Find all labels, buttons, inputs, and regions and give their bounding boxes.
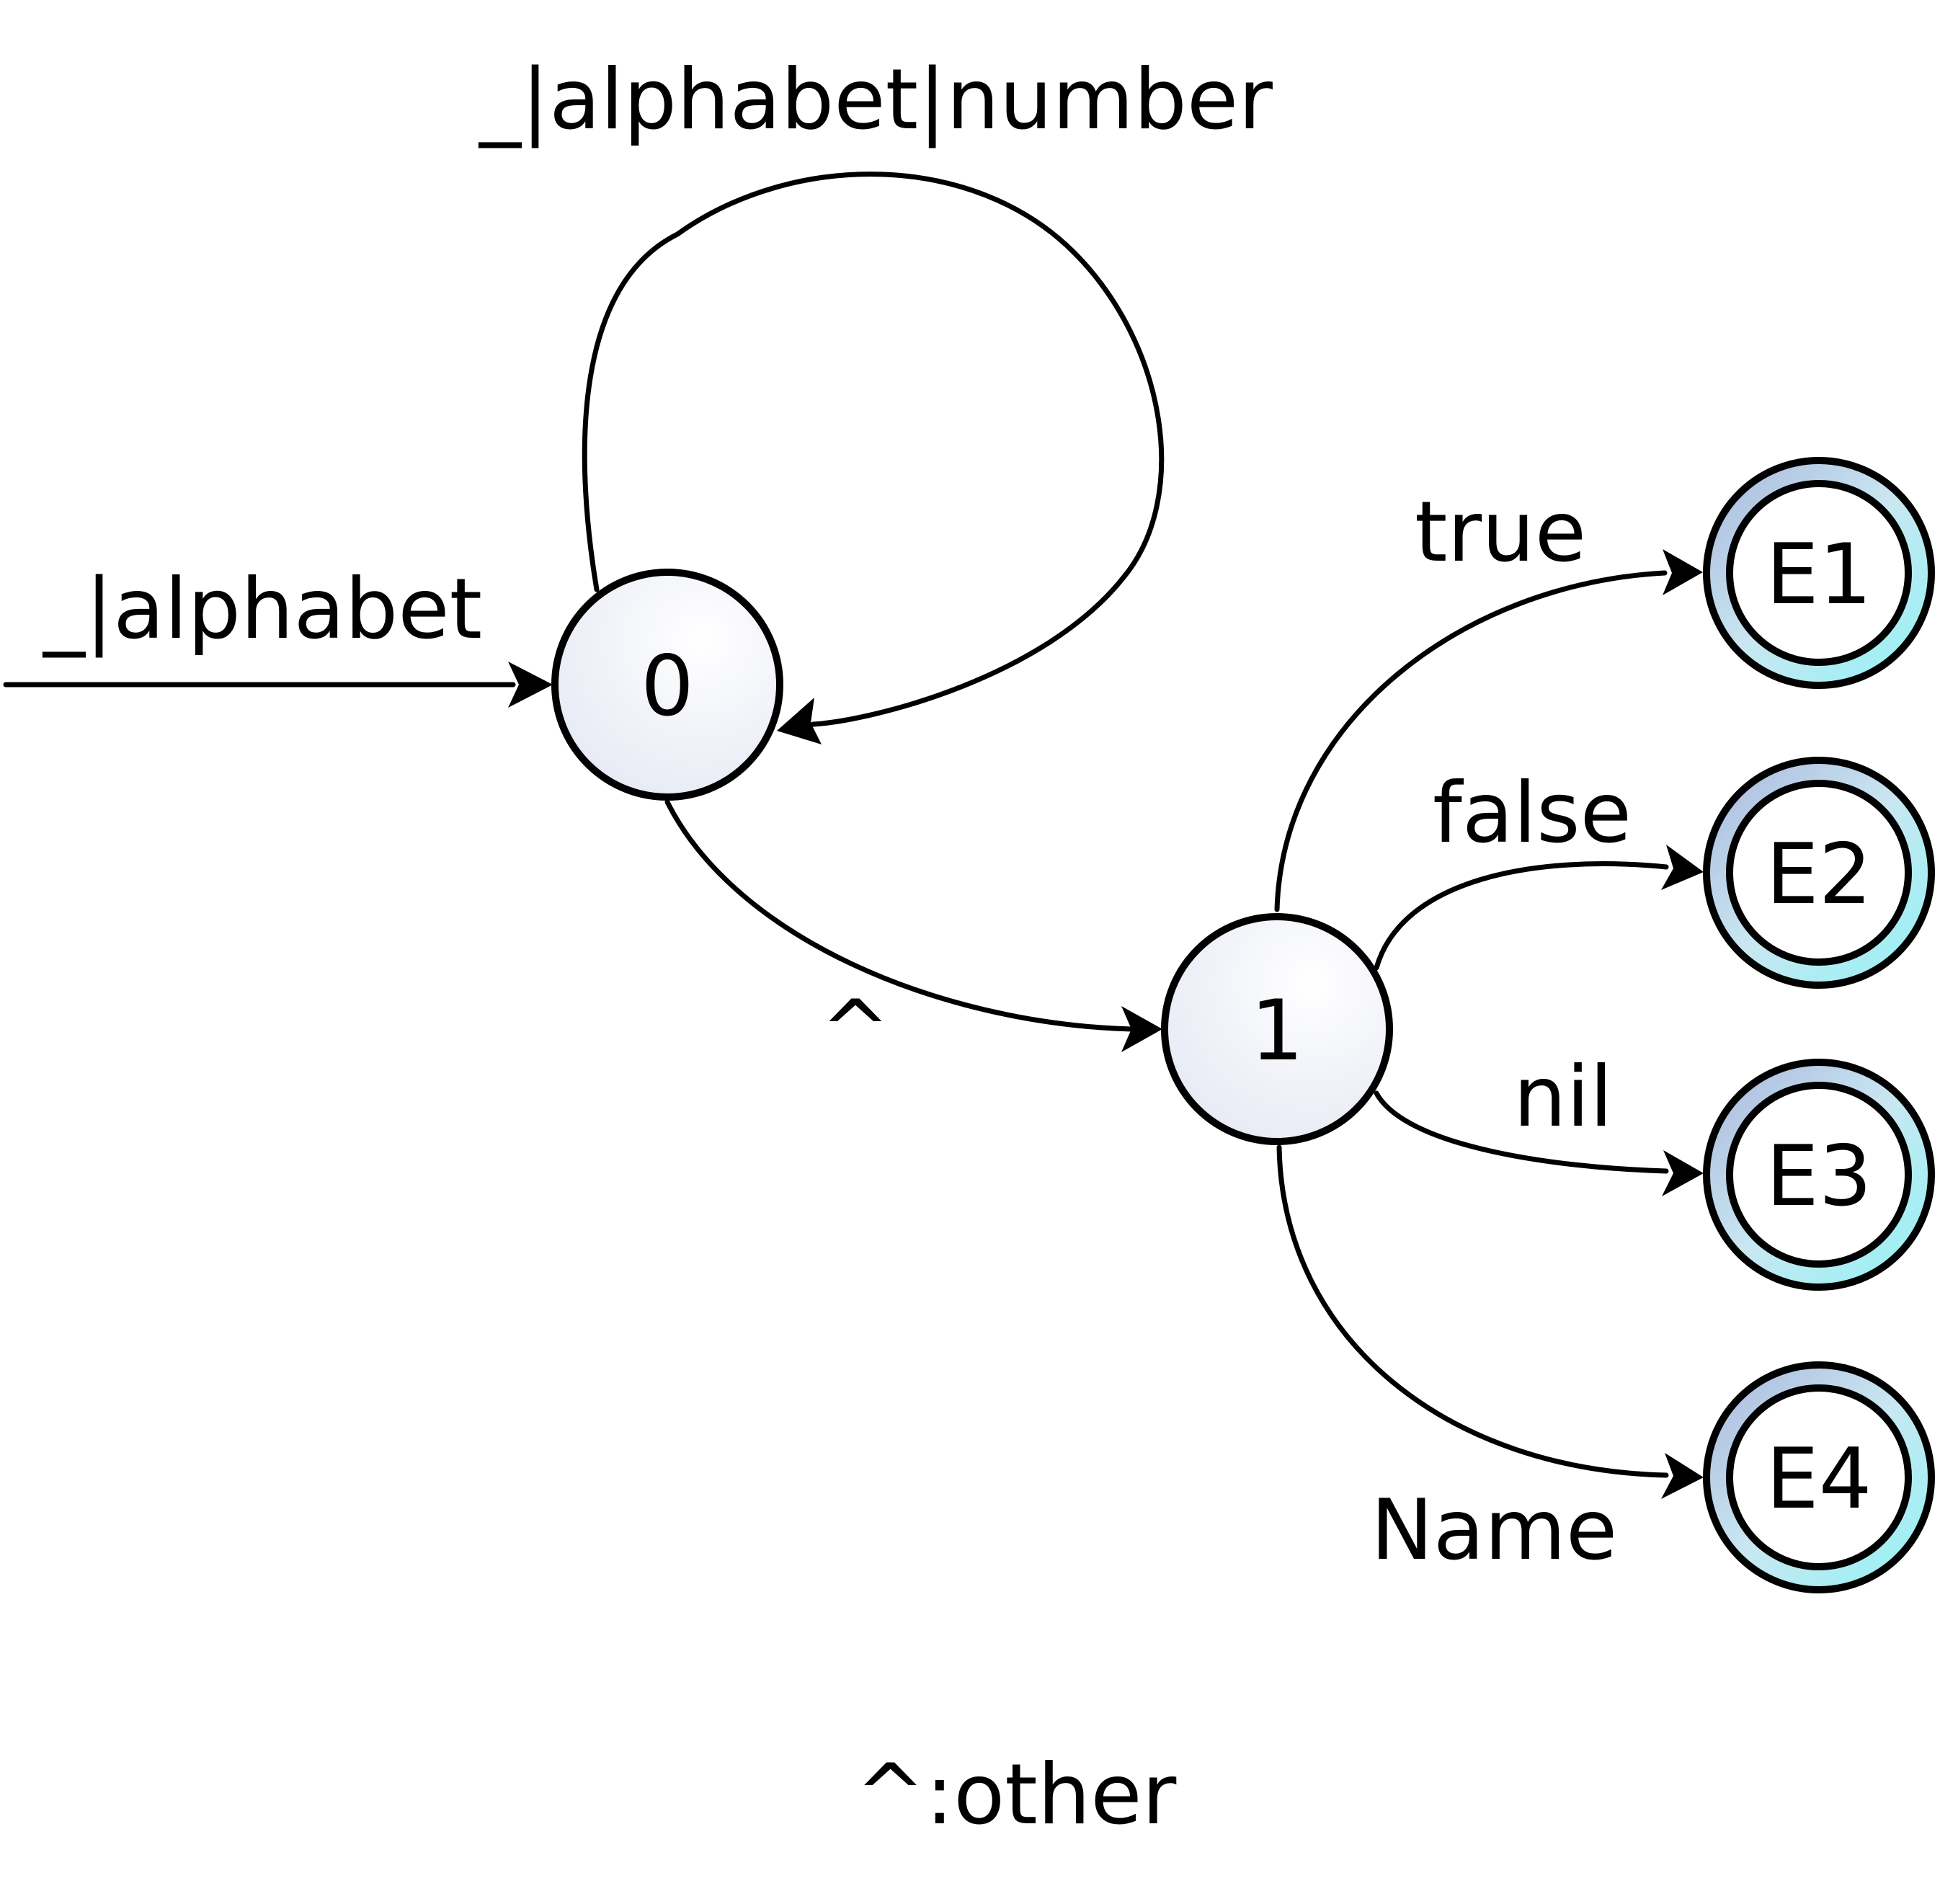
state-E4-inner-ring (1726, 1384, 1912, 1570)
state-E1-label: E1 (1766, 526, 1872, 623)
state-0-circle (551, 569, 783, 801)
label-1-to-E4-transition: Name (1371, 1482, 1617, 1579)
edge-0-self-loop (582, 172, 1165, 727)
state-E2-inner-ring (1726, 780, 1912, 966)
label-0-to-1-transition: ^ (820, 982, 890, 1080)
state-1: 1 (1161, 913, 1393, 1145)
label-1-to-E3-transition: nil (1513, 1049, 1613, 1146)
state-E1-inner-ring (1726, 480, 1912, 666)
edge-1-to-E2 (1374, 861, 1669, 971)
arrowhead-0-self-loop (777, 698, 822, 744)
label-self-loop-transition: _|alphabet|number (478, 51, 1273, 148)
edge-1-to-E4 (1276, 1144, 1669, 1478)
state-E4: E4 (1703, 1361, 1935, 1593)
label-1-to-E2-transition: false (1433, 765, 1632, 862)
edge-labels: _|alphabet _|alphabet|number ^ true fals… (42, 51, 1632, 1579)
arrowhead-1-to-E2 (1661, 845, 1704, 890)
state-E3-label: E3 (1766, 1128, 1872, 1225)
state-1-circle (1161, 913, 1393, 1145)
state-E4-label: E4 (1766, 1431, 1872, 1528)
label-1-to-E1-transition: true (1415, 484, 1586, 581)
state-0-label: 0 (641, 638, 694, 735)
state-E2-label: E2 (1766, 826, 1872, 923)
state-E3-inner-ring (1726, 1082, 1912, 1268)
arrowhead-start-to-0 (508, 662, 553, 708)
edge-0-to-1 (664, 799, 1134, 1032)
edge-1-to-E1 (1274, 570, 1668, 912)
label-start-transition: _|alphabet (42, 561, 482, 658)
arrowhead-1-to-E1 (1663, 549, 1703, 595)
arrowhead-1-to-E3 (1662, 1150, 1704, 1196)
state-E1: E1 (1703, 457, 1935, 689)
state-0: 0 (551, 569, 783, 801)
arrowhead-1-to-E4 (1661, 1453, 1704, 1499)
state-E2: E2 (1703, 757, 1935, 989)
edges (3, 172, 1704, 1499)
arrowhead-0-to-1 (1121, 1006, 1162, 1052)
edge-1-to-E3 (1374, 1090, 1669, 1174)
footnote-legend: ^:other (855, 1746, 1177, 1843)
state-1-label: 1 (1250, 982, 1304, 1080)
state-E3: E3 (1703, 1059, 1935, 1291)
